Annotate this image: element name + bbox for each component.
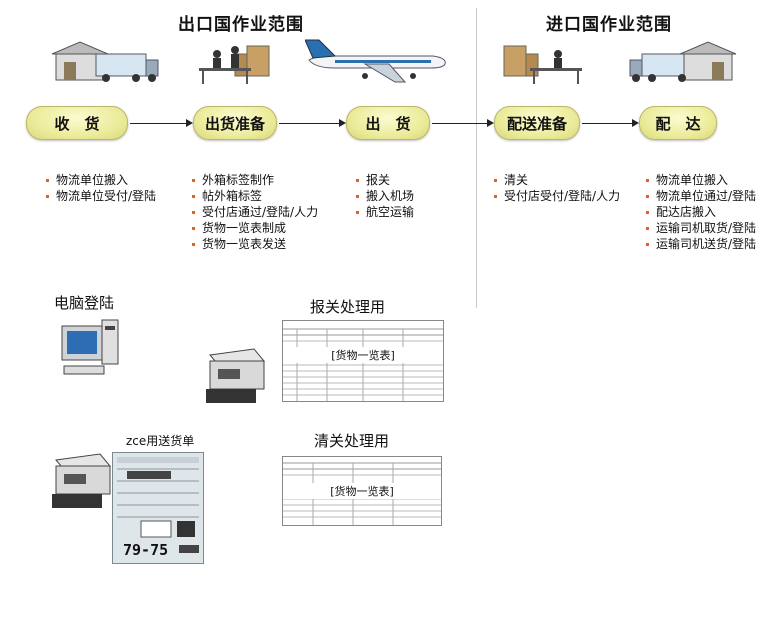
task-item: 报关 — [356, 172, 414, 188]
task-item: 货物一览表发送 — [192, 236, 318, 252]
cargo-list-caption: [货物一览表] — [283, 483, 441, 499]
flow-arrow-head — [186, 119, 193, 127]
flow-arrow-head — [487, 119, 494, 127]
cargo-list-sheet-declaration: [货物一览表] — [282, 320, 444, 402]
stage-shipping: 出 货 — [346, 106, 430, 140]
pc-login-label: 电脑登陆 — [54, 294, 115, 312]
airplane-icon — [305, 39, 446, 83]
stage-delivery: 配 达 — [639, 106, 717, 140]
task-item: 货物一览表制成 — [192, 220, 318, 236]
task-item: 清关 — [494, 172, 620, 188]
task-list-delivery: 物流单位搬入 物流单位通过/登陆 配达店搬入 运输司机取货/登陆 运输司机送货/… — [646, 172, 756, 252]
task-list-receiving: 物流单位搬入 物流单位受付/登陆 — [46, 172, 156, 204]
task-item: 外箱标签制作 — [192, 172, 318, 188]
flow-arrow — [432, 123, 487, 124]
scope-divider — [476, 8, 477, 308]
task-list-shipping: 报关 搬入机场 航空运输 — [356, 172, 414, 220]
task-item: 物流单位通过/登陆 — [646, 188, 756, 204]
printer-icon — [52, 453, 111, 508]
flow-arrow — [279, 123, 339, 124]
export-scope-title: 出口国作业范围 — [178, 15, 304, 35]
truck-warehouse-icon — [51, 41, 159, 82]
customs-clearance-label: 清关处理用 — [314, 432, 390, 450]
stage-receiving: 收 货 — [26, 106, 128, 140]
waybill-label: zce用送货单 — [126, 434, 195, 448]
task-item: 物流单位搬入 — [646, 172, 756, 188]
printer-icon — [206, 348, 265, 403]
customs-declaration-label: 报关处理用 — [310, 298, 386, 316]
task-list-shipment-prep: 外箱标签制作 帖外箱标签 受付店通过/登陆/人力 货物一览表制成 货物一览表发送 — [192, 172, 318, 252]
cargo-list-caption: [货物一览表] — [283, 347, 443, 363]
task-item: 物流单位搬入 — [46, 172, 156, 188]
flow-arrow-head — [339, 119, 346, 127]
worker-desk-icon — [199, 45, 270, 84]
task-item: 受付店受付/登陆/人力 — [494, 188, 620, 204]
worker-desk-icon — [503, 45, 582, 84]
computer-icon — [61, 319, 119, 375]
task-item: 搬入机场 — [356, 188, 414, 204]
task-item: 配达店搬入 — [646, 204, 756, 220]
waybill-slip: 79-75 — [112, 452, 204, 564]
cargo-list-sheet-clearance: [货物一览表] — [282, 456, 442, 526]
flow-arrow — [582, 123, 632, 124]
truck-warehouse-icon — [629, 41, 737, 82]
flow-arrow — [130, 123, 186, 124]
task-item: 帖外箱标签 — [192, 188, 318, 204]
stage-delivery-prep: 配送准备 — [494, 106, 580, 140]
task-item: 运输司机取货/登陆 — [646, 220, 756, 236]
task-item: 物流单位受付/登陆 — [46, 188, 156, 204]
task-list-delivery-prep: 清关 受付店受付/登陆/人力 — [494, 172, 620, 204]
task-item: 航空运输 — [356, 204, 414, 220]
stage-shipment-prep: 出货准备 — [193, 106, 277, 140]
waybill-number: 79-75 — [123, 541, 169, 559]
task-item: 受付店通过/登陆/人力 — [192, 204, 318, 220]
flow-arrow-head — [632, 119, 639, 127]
task-item: 运输司机送货/登陆 — [646, 236, 756, 252]
import-scope-title: 进口国作业范围 — [546, 15, 672, 35]
